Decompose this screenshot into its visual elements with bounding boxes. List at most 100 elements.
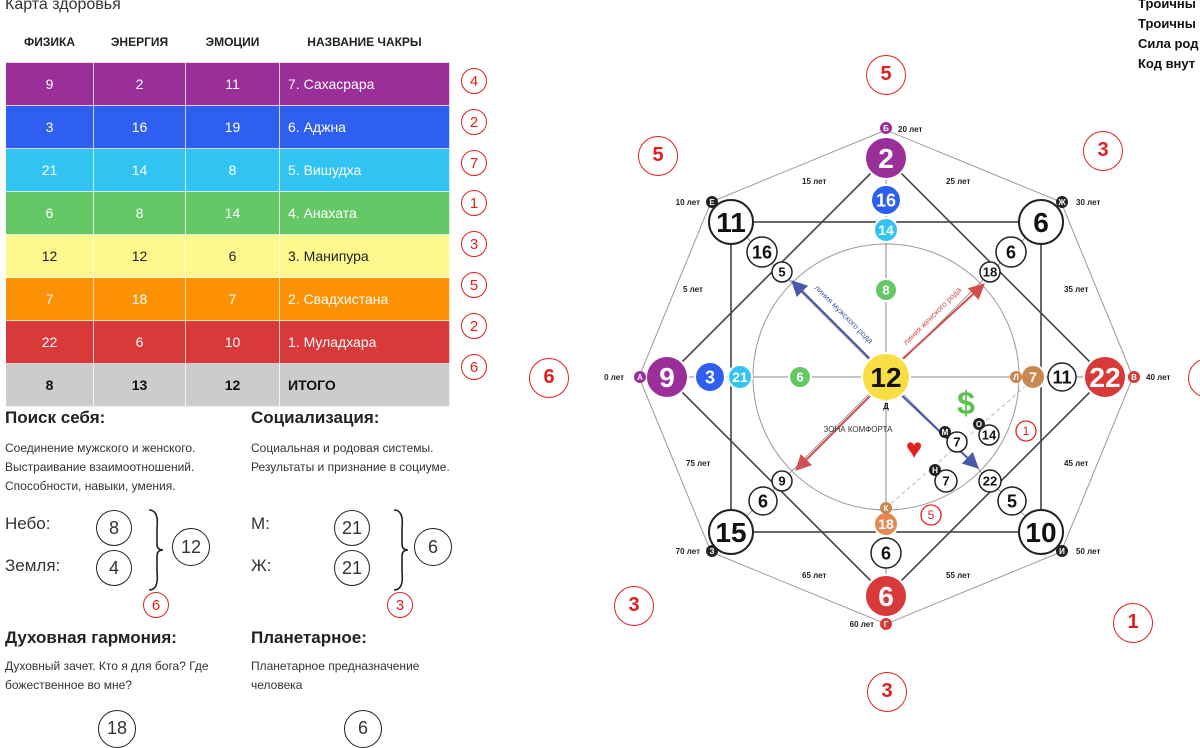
spiritual-title: Духовная гармония: — [5, 628, 177, 647]
cell-name: ИТОГО — [279, 363, 450, 407]
chakra-red-number: 1 — [461, 190, 487, 217]
age-30: 30 лет — [1076, 198, 1100, 207]
social-sum: 6 — [414, 528, 452, 566]
header-fiz: ФИЗИКА — [5, 22, 94, 63]
letter-n-badge — [929, 464, 941, 476]
node-h3: 6 — [796, 370, 803, 385]
age-65: 65 лет — [802, 571, 826, 580]
search-desc-line: Соединение мужского и женского. — [5, 441, 196, 455]
cell-emo: 14 — [185, 191, 280, 235]
node-d-tr1-circle — [979, 261, 1001, 283]
chakra-red-number: 7 — [461, 149, 487, 176]
cell-en: 2 — [93, 62, 186, 106]
node-v5: 6 — [881, 543, 891, 563]
node-h1: 3 — [705, 367, 715, 387]
letter-v-badge — [1128, 371, 1140, 383]
chakra-red-number: 2 — [461, 108, 487, 135]
cell-name: 4. Анахата — [279, 191, 450, 235]
code-item: Троичны — [1138, 0, 1196, 11]
search-red-number: 6 — [143, 592, 169, 618]
cell-name: 5. Вишудха — [279, 148, 450, 192]
node-h2: 21 — [732, 369, 748, 385]
page-title: Карта здоровья — [5, 0, 121, 13]
node-right-circle — [1083, 355, 1127, 399]
letter-e: Е — [709, 198, 715, 207]
node-money1: 7 — [953, 435, 960, 450]
female-value: 21 — [334, 550, 370, 586]
node-tl-circle — [708, 199, 754, 245]
destiny-matrix: линия мужского рода линия женского рода … — [604, 122, 1170, 630]
cell-emo: 11 — [185, 62, 280, 106]
node-d-br1: 22 — [983, 474, 997, 489]
node-d-br2-circle — [997, 486, 1027, 516]
letter-a-badge — [634, 371, 646, 383]
node-v2-circle — [873, 217, 899, 243]
node-money1-circle — [946, 431, 968, 453]
cell-fiz: 9 — [5, 62, 94, 106]
search-desc-line: Способности, навыки, умения. — [5, 479, 176, 493]
cell-en: 13 — [93, 363, 186, 407]
chakra-red-number: 5 — [461, 272, 487, 298]
cell-fiz: 6 — [5, 191, 94, 235]
age-25: 25 лет — [946, 177, 970, 186]
male-value: 21 — [334, 510, 370, 546]
header-chakra: НАЗВАНИЕ ЧАКРЫ — [279, 22, 450, 63]
letter-o: О — [976, 420, 982, 429]
node-tl: 11 — [716, 207, 746, 238]
node-d-br2: 5 — [1007, 491, 1017, 511]
node-top-circle — [864, 136, 908, 180]
money-line-red: 1 — [1023, 424, 1030, 438]
letter-g-badge — [880, 618, 892, 630]
search-desc: Соединение мужского и женского. Выстраив… — [5, 439, 235, 496]
node-d-bl2: 6 — [758, 491, 768, 511]
cell-emo: 6 — [185, 234, 280, 278]
sky-label: Небо: — [5, 514, 51, 533]
node-d-bl2-circle — [748, 486, 778, 516]
chakra-red-number: 2 — [461, 312, 487, 339]
love-line-red: 5 — [928, 508, 935, 522]
age-45: 45 лет — [1064, 459, 1088, 468]
node-h3-circle — [788, 365, 812, 389]
node-money2: 14 — [982, 428, 997, 443]
red-top-right: 3 — [1083, 131, 1123, 171]
node-d-tr2: 6 — [1006, 242, 1016, 262]
social-title: Социализация: — [251, 408, 380, 427]
heart-icon: ♥ — [906, 433, 923, 464]
comfort-zone-label: ЗОНА КОМФОРТА — [824, 425, 894, 434]
age-55: 55 лет — [946, 571, 970, 580]
header-en: ЭНЕРГИЯ — [93, 22, 186, 63]
age-70: 70 лет — [676, 547, 700, 556]
planetary-desc-line: человека — [251, 678, 303, 692]
spiritual-desc-line: божественное во мне? — [5, 678, 132, 692]
codes-list: Троичны Троичны Сила род Код внут — [1138, 0, 1198, 74]
node-d-tr2-circle — [995, 236, 1027, 268]
letter-l-badge — [1010, 371, 1022, 383]
cell-name: 7. Сахасрара — [279, 62, 450, 106]
cell-fiz: 22 — [5, 320, 94, 364]
letter-v: В — [1131, 373, 1137, 382]
age-60: 60 лет — [850, 620, 874, 629]
letter-n: Н — [932, 466, 938, 475]
spiritual-desc-line: Духовный зачет. Кто я для бога? Где — [5, 659, 209, 673]
cell-en: 12 — [93, 234, 186, 278]
node-d-tl2: 5 — [778, 265, 785, 280]
age-10: 10 лет — [676, 198, 700, 207]
cell-emo: 8 — [185, 148, 280, 192]
table-header-row: ФИЗИКА ЭНЕРГИЯ ЭМОЦИИ НАЗВАНИЕ ЧАКРЫ — [5, 22, 450, 63]
code-item: Сила род — [1138, 36, 1199, 51]
node-bottom-circle — [864, 574, 908, 618]
node-d-tr1: 18 — [983, 265, 997, 280]
chakra-red-number: 4 — [461, 68, 487, 94]
cell-name: 6. Аджна — [279, 105, 450, 149]
cell-en: 18 — [93, 277, 186, 321]
letter-g: Г — [884, 620, 889, 629]
letter-a: А — [637, 373, 643, 382]
code-item: Код внут — [1138, 56, 1196, 71]
node-h4: 7 — [1029, 369, 1037, 385]
cell-fiz: 8 — [5, 363, 94, 407]
sky-value: 8 — [96, 510, 132, 546]
letter-m-badge — [939, 426, 951, 438]
red-left: 6 — [529, 358, 569, 398]
search-title: Поиск себя: — [5, 408, 106, 427]
search-sum: 12 — [172, 528, 210, 566]
